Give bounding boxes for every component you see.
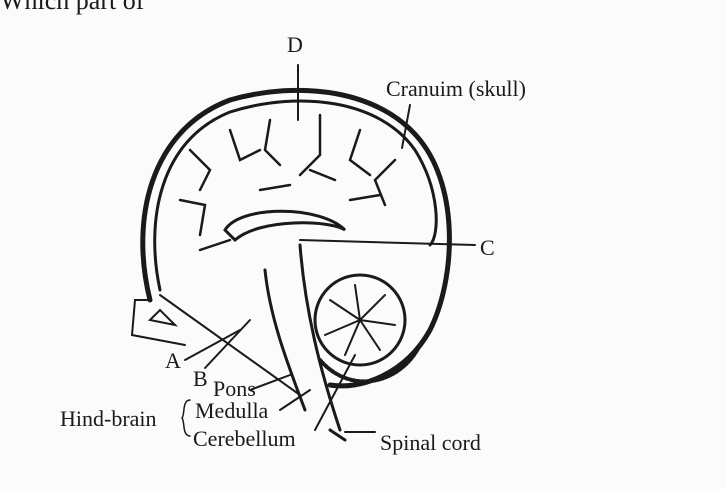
label-pons: Pons	[213, 376, 256, 401]
leader-pons	[249, 374, 291, 391]
label-d: D	[287, 32, 303, 57]
label-cranium: Cranuim (skull)	[386, 76, 526, 101]
leader-medulla	[279, 389, 311, 411]
leader-cranium	[401, 104, 411, 149]
label-b: B	[193, 366, 208, 391]
label-c: C	[480, 235, 495, 260]
label-medulla: Medulla	[195, 398, 269, 423]
corpus-callosum	[223, 209, 347, 243]
cerebellum-shape	[313, 273, 407, 367]
label-spinal-cord: Spinal cord	[380, 430, 481, 455]
leader-a	[184, 329, 241, 361]
hind-brain-brace	[180, 399, 191, 437]
label-a: A	[165, 348, 181, 373]
label-hind-brain: Hind-brain	[60, 406, 157, 431]
question-text: Which part of	[0, 0, 145, 15]
brainstem	[263, 243, 347, 442]
gyri	[178, 113, 397, 252]
face-outline	[130, 299, 186, 346]
leader-cerebellum	[314, 354, 356, 431]
leader-cc	[159, 294, 301, 396]
label-cerebellum: Cerebellum	[193, 426, 296, 451]
leader-c	[299, 239, 476, 246]
cerebrum-outline	[153, 99, 438, 292]
